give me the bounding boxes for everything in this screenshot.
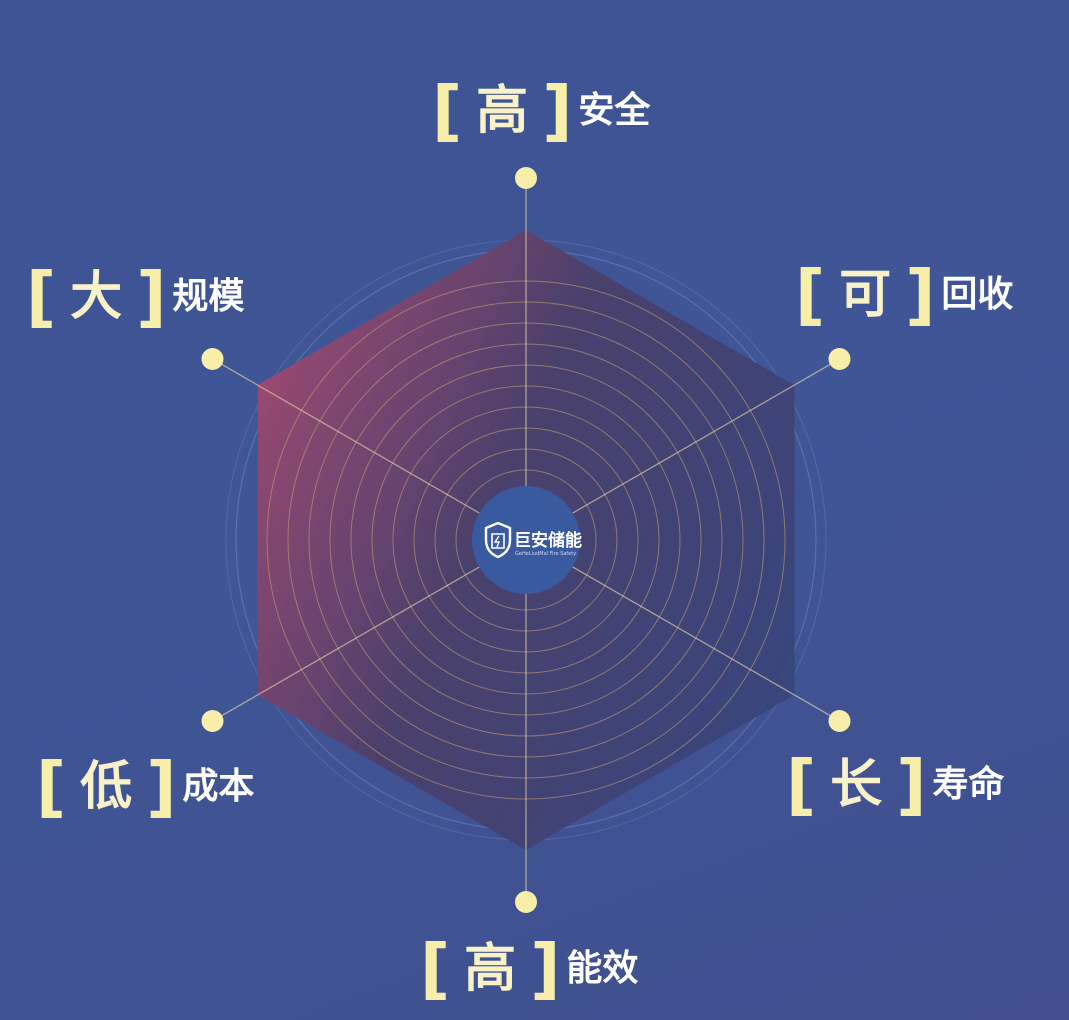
label-recyclable: [ 可 ] 回收 bbox=[795, 262, 1013, 328]
spoke-line bbox=[212, 358, 527, 541]
label-text: 能效 bbox=[566, 948, 639, 989]
bracket-close: ] bbox=[542, 72, 573, 149]
bracket-open: [ bbox=[420, 930, 451, 1007]
spoke-line bbox=[212, 539, 527, 722]
bracket-open: [ bbox=[36, 748, 67, 825]
bracket-open: [ bbox=[795, 256, 826, 333]
axis-dot bbox=[828, 710, 851, 732]
shield-battery-icon bbox=[484, 521, 512, 559]
bracket-open: [ bbox=[432, 72, 463, 149]
axis-dot bbox=[201, 710, 224, 732]
label-text: 安全 bbox=[578, 90, 651, 131]
axis-dot bbox=[515, 891, 537, 913]
bracket-close: ] bbox=[896, 746, 927, 823]
logo-subtitle: GeHeLiudMal Fire Safety bbox=[515, 551, 576, 557]
label-scale: [ 大 ] 规模 bbox=[26, 264, 244, 330]
label-big-char: 长 bbox=[830, 755, 883, 815]
label-big-char: 可 bbox=[839, 265, 892, 325]
label-cost: [ 低 ] 成本 bbox=[36, 754, 254, 820]
label-lifespan: [ 长 ] 寿命 bbox=[786, 752, 1004, 818]
axis-dot bbox=[515, 167, 537, 189]
bracket-close: ] bbox=[530, 930, 561, 1007]
axis-dot bbox=[828, 348, 851, 370]
label-text: 成本 bbox=[182, 766, 255, 807]
center-logo: 巨安储能 GeHeLiudMal Fire Safety bbox=[472, 486, 582, 594]
radar-spokes bbox=[212, 178, 840, 902]
label-safety: [ 高 ] 安全 bbox=[432, 78, 650, 144]
label-big-char: 大 bbox=[70, 267, 123, 327]
bracket-open: [ bbox=[786, 746, 817, 823]
label-text: 回收 bbox=[941, 274, 1014, 315]
axis-endpoints bbox=[201, 167, 851, 913]
logo-name: 巨安储能 bbox=[514, 530, 582, 551]
label-big-char: 低 bbox=[80, 757, 133, 817]
spoke-line bbox=[525, 358, 840, 541]
axis-dot bbox=[201, 348, 224, 370]
label-text: 规模 bbox=[172, 276, 245, 317]
label-efficiency: [ 高 ] 能效 bbox=[420, 936, 638, 1002]
label-text: 寿命 bbox=[932, 764, 1005, 805]
label-big-char: 高 bbox=[464, 939, 517, 999]
center-disc bbox=[472, 486, 580, 594]
label-big-char: 高 bbox=[476, 81, 529, 141]
bracket-close: ] bbox=[146, 748, 177, 825]
bracket-close: ] bbox=[905, 256, 936, 333]
bracket-close: ] bbox=[136, 258, 167, 335]
spoke-line bbox=[525, 539, 840, 722]
bracket-open: [ bbox=[26, 258, 57, 335]
